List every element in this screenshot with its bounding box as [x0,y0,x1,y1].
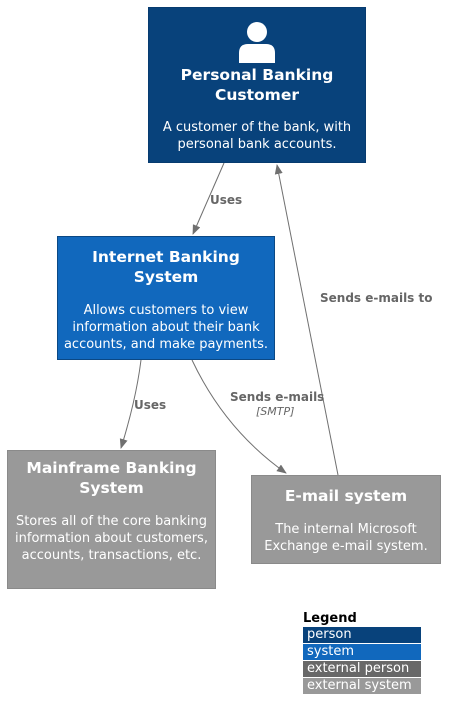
legend-item-person: person [303,627,421,643]
legend-item-external-person: external person [303,661,421,677]
legend-title: Legend [303,611,357,626]
legend-item-external-system: external system [303,678,421,694]
customer-title: Personal Banking Customer [180,66,334,104]
edge-ibs-to-mainframe [119,359,142,449]
legend-item-system: system [303,644,421,660]
edge-email-to-customer [274,164,339,476]
legend: Legend person system external person ext… [303,611,421,694]
customer-node[interactable]: Personal Banking Customer A customer of … [148,7,366,163]
edge-label-customer-uses: Uses [210,193,243,207]
mainframe-title: Mainframe Banking System [26,459,197,497]
mainframe-banking-system-node[interactable]: Mainframe Banking System Stores all of t… [7,450,216,589]
person-icon [239,22,275,63]
edge-ibs-to-email [191,359,287,474]
internet-banking-title: Internet Banking System [92,248,240,286]
email-title: E-mail system [284,487,408,505]
internet-banking-description: Allows customers to view information abo… [63,303,269,352]
internet-banking-system-node[interactable]: Internet Banking System Allows customers… [57,236,275,360]
mainframe-description: Stores all of the core banking informati… [15,514,208,563]
edge-label-sends-emails: Sends e-mails [230,390,325,404]
customer-description: A customer of the bank, with personal ba… [162,120,352,152]
edge-customer-to-ibs [192,162,225,235]
edge-technology-smtp: [SMTP] [256,405,295,418]
edge-label-sends-emails-to: Sends e-mails to [320,291,433,305]
edge-label-ibs-uses: Uses [134,398,167,412]
email-description: The internal Microsoft Exchange e-mail s… [264,522,428,554]
email-system-node[interactable]: E-mail system The internal Microsoft Exc… [251,475,441,564]
